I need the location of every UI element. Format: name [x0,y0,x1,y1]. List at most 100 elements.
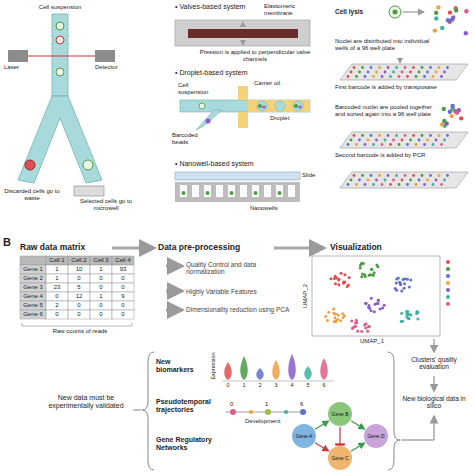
drawn-circle [446,260,450,264]
drawn-circle [429,134,432,137]
drawn-circle [404,66,407,69]
drawn-circle [440,26,444,30]
drawn-circle [409,278,412,281]
drawn-circle [434,16,438,20]
label: 5 [68,284,90,291]
drawn-rect [20,283,46,292]
label: 2 [46,302,68,309]
drawn-circle [347,75,350,78]
drawn-circle [432,75,435,78]
drawn-circle [370,134,373,137]
label: 5 [303,382,313,388]
drawn-rect [52,14,68,96]
drawn-circle [358,139,361,142]
drawn-circle [398,281,401,284]
drawn-circle [383,304,386,307]
drawn-rect [46,265,68,274]
drawn-circle [418,139,421,142]
drawn-circle [395,289,398,292]
drawn-polygon [18,96,102,183]
drawn-circle [350,139,353,142]
drawn-rect [90,283,112,292]
drawn-circle [337,278,340,281]
label: 6 [300,401,308,408]
drawn-circle [353,66,356,69]
label: Second barcode is added by PCR [335,152,445,159]
drawn-circle [433,28,437,32]
drawn-path [224,362,232,380]
drawn-circle [355,75,358,78]
drawn-rect [248,100,310,112]
drawn-rect [112,283,134,292]
drawn-circle [392,71,395,74]
drawn-rect [276,185,283,197]
drawn-circle [360,275,363,278]
drawn-circle [450,17,454,21]
drawn-circle [337,313,340,316]
drawn-circle [372,143,375,146]
drawn-circle [446,18,450,22]
label: • Nanowell-based system [175,160,295,168]
drawn-rect [204,185,211,197]
drawn-circle [406,278,409,281]
drawn-circle [375,302,378,305]
drawn-circle [375,179,378,182]
label: Clusters' quality evaluation [396,356,472,371]
drawn-rect [46,301,68,310]
drawn-circle [343,314,346,317]
drawn-rect [68,301,90,310]
drawn-circle [375,139,378,142]
label: Cell lysis [335,8,380,15]
drawn-circle [372,274,375,277]
drawn-circle [278,191,282,195]
drawn-rect [20,274,46,283]
label: Cell suspension [30,4,90,11]
drawn-circle [370,174,373,177]
drawn-circle [336,318,339,321]
label: Nuclei are distributed into individual w… [335,38,435,52]
drawn-rect [20,256,46,265]
label: Cell suspension [178,82,220,96]
drawn-circle [412,134,415,137]
drawn-circle [384,139,387,142]
label: 10 [68,266,90,273]
drawn-circle [364,75,367,78]
drawn-circle [347,284,350,287]
drawn-circle [377,299,380,302]
drawn-line [400,58,401,63]
drawn-line [133,410,141,411]
drawn-circle [401,139,404,142]
drawn-polygon [340,132,468,148]
drawn-circle [262,105,265,108]
label: • Droplet-based system [175,69,285,77]
drawn-circle [426,139,429,142]
drawn-circle [398,75,401,78]
drawn-line [222,381,334,382]
label: Laser [4,64,32,71]
drawn-circle [446,295,450,299]
drawn-rect [20,301,46,310]
drawn-path [304,366,312,380]
drawn-circle [284,410,288,414]
drawn-circle [384,179,387,182]
drawn-circle [354,325,357,328]
drawn-rect [175,182,300,202]
drawn-rect [175,172,300,180]
node-text: Gene B [332,412,349,417]
label: 0 [68,302,90,309]
drawn-circle [347,183,350,186]
drawn-rect [112,301,134,310]
drawn-circle [372,75,375,78]
drawn-circle [409,139,412,142]
label: Expression [210,352,216,379]
label: 0 [90,302,112,309]
drawn-circle [377,299,380,302]
drawn-circle [429,174,432,177]
label: Elastomeric membrane [264,3,320,17]
drawn-polygon [340,64,468,80]
drawn-polygon [340,172,468,188]
drawn-circle [418,71,421,74]
drawn-circle [423,75,426,78]
label: Pseudotemporal trajectories [156,398,222,414]
drawn-rect [112,274,134,283]
